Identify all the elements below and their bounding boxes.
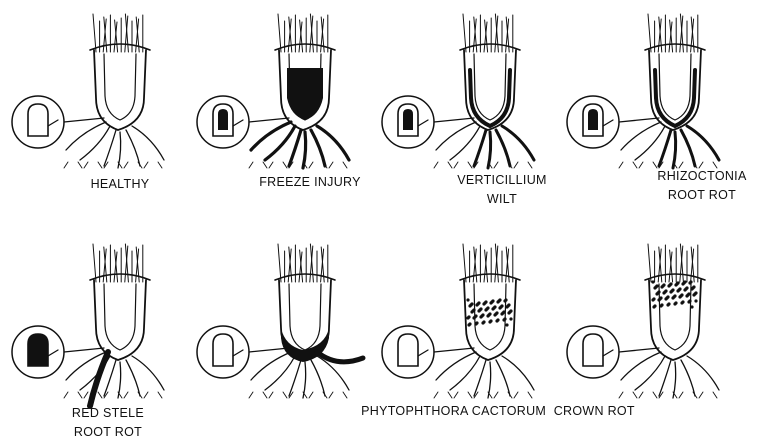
healthy-caption: HEALTHY [60,175,180,194]
freeze-injury-plant-drawing [197,14,349,168]
cross-section-inset [197,96,289,148]
verticillium-wilt-plant-drawing [382,14,534,168]
phytophthora-shared-caption: PHYTOPHTHORA CACTORUM CROWN ROT [328,402,668,421]
red-stele-root-rot-plant-drawing [12,244,164,406]
rhizoctonia-root-rot-caption: RHIZOCTONIA ROOT ROT [642,167,759,205]
cross-section-inset [567,326,659,378]
freeze-injury-caption: FREEZE INJURY [250,173,370,192]
crown-core [104,54,136,120]
vascular-discoloration [470,70,510,126]
cross-section-inset [12,326,104,378]
crown-core [104,284,136,350]
phytophthora-3-plant-drawing [567,244,719,398]
cross-section-inset [567,96,659,148]
cross-section-inset [12,96,104,148]
rhizoctonia-root-rot-plant-drawing [567,14,719,168]
cross-section-inset [382,326,474,378]
verticillium-wilt-caption: VERTICILLIUM WILT [442,171,562,209]
crown-core [659,54,691,120]
phytophthora-2-plant-drawing [382,244,534,398]
vascular-discoloration [655,70,695,126]
crown-core [474,284,506,350]
freeze-damage [287,68,323,120]
crown-core [474,54,506,120]
cross-section-inset [197,326,289,378]
healthy-plant-drawing [12,14,164,168]
crown-core [289,284,321,350]
red-stele-root-rot-caption: RED STELE ROOT ROT [48,404,168,442]
phytophthora-1-plant-drawing [197,244,363,398]
cross-section-inset [382,96,474,148]
